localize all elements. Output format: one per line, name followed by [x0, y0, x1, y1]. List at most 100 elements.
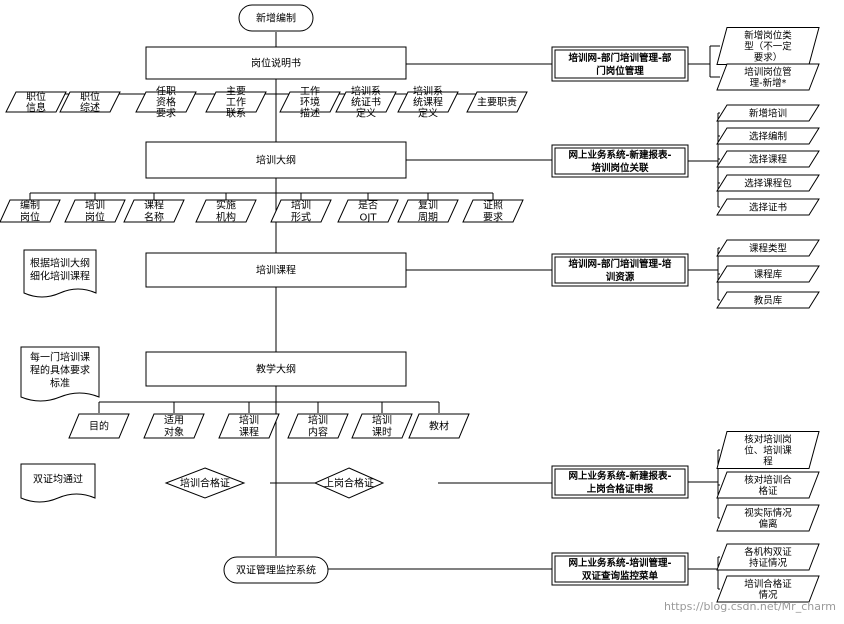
sub-item-1-1: 选择编制 — [716, 127, 820, 145]
system-box-0-label: 门岗位管理 — [596, 65, 644, 77]
row4-item-5-label: 教材 — [429, 420, 449, 433]
sub-item-4-1-shape — [716, 575, 820, 603]
sub-item-2-2-label: 教员库 — [754, 295, 783, 307]
row4-item-4-label: 课时 — [372, 427, 392, 439]
system-box-2-label: 培训网-部门培训管理-培 — [569, 258, 672, 270]
system-box-1: 网上业务系统-新建报表-培训岗位关联 — [551, 144, 689, 178]
row4-item-3-label: 内容 — [308, 426, 328, 439]
note-outline-detail-label: 根据培训大纲 — [30, 257, 90, 270]
row1-item-1-label: 综述 — [80, 101, 100, 114]
row1-item-3-label: 工作 — [226, 97, 246, 109]
end-terminal-label: 双证管理监控系统 — [236, 564, 316, 577]
row2-item-3-shape — [195, 199, 257, 223]
note-outline-detail-shape — [23, 249, 97, 298]
row4-item-2: 培训课程 — [218, 413, 280, 439]
note-course-standard-label: 标准 — [50, 378, 70, 390]
row1-item-4-label: 工作 — [300, 86, 320, 98]
sub-item-0-0-label: 新增岗位类 — [744, 30, 792, 42]
row4-item-2-label: 培训 — [239, 414, 259, 427]
note-course-standard-shape — [20, 346, 100, 402]
row2-item-6-label: 周期 — [418, 212, 438, 224]
system-box-4-inner — [554, 555, 686, 583]
decision-onboard-cert-shape — [313, 467, 385, 499]
system-box-4-label: 网上业务系统-培训管理- — [569, 557, 672, 569]
row1-item-6-label: 定义 — [418, 107, 438, 120]
row1-item-4-label: 描述 — [300, 107, 320, 120]
row1-item-2-label: 任职 — [156, 85, 176, 98]
sub-item-1-2: 选择课程 — [716, 150, 820, 168]
row4-item-1-label: 对象 — [164, 426, 184, 439]
sub-item-2-0: 课程类型 — [716, 239, 820, 257]
sub-item-1-4-shape — [716, 198, 820, 216]
note-course-standard-label: 程的具体要求 — [30, 364, 90, 377]
row4-item-1-label: 适用 — [164, 415, 184, 427]
sub-item-2-0-label: 课程类型 — [749, 243, 788, 255]
sub-item-3-0-label: 核对培训岗 — [744, 434, 792, 446]
row2-item-6-shape — [397, 199, 459, 223]
note-dual-cert-shape — [20, 463, 96, 503]
row4-item-4-shape — [351, 413, 413, 439]
row2-item-6-label: 复训 — [418, 199, 438, 212]
row2-item-5-label: 是否 — [358, 200, 378, 212]
row4-item-5-shape — [408, 413, 470, 439]
sub-item-1-3: 选择课程包 — [716, 174, 820, 192]
row4-item-3-shape — [287, 413, 349, 439]
row2-item-1-label: 岗位 — [85, 211, 105, 224]
row2-item-2-label: 名称 — [144, 211, 164, 224]
sub-item-2-2-shape — [716, 291, 820, 309]
row1-item-3-label: 联系 — [226, 108, 246, 120]
sub-item-0-0-label: 型（不一定 — [744, 41, 792, 53]
sub-item-1-0-label: 新增培训 — [749, 108, 787, 120]
row1-item-5-label: 定义 — [356, 107, 376, 120]
row1-item-3-label: 主要 — [226, 86, 246, 98]
sub-item-4-0-label: 持证情况 — [749, 557, 788, 569]
row2-item-7-label: 证照 — [483, 200, 503, 212]
sub-item-3-0-label: 位、培训课 — [744, 445, 792, 457]
row4-item-0: 目的 — [68, 413, 130, 439]
watermark-text: https://blog.csdn.net/Mr_charm — [664, 600, 836, 613]
note-course-standard-label: 每一门培训课 — [30, 351, 90, 364]
row1-item-0-shape — [5, 91, 67, 113]
row1-item-7-label: 主要职责 — [477, 96, 517, 109]
row2-item-0-shape — [0, 199, 61, 223]
note-dual-cert-label: 双证均通过 — [33, 473, 83, 486]
row2-item-1-shape — [64, 199, 126, 223]
system-box-4: 网上业务系统-培训管理-双证查询监控菜单 — [551, 552, 689, 586]
row1-item-7: 主要职责 — [466, 91, 528, 113]
sub-item-1-1-shape — [716, 127, 820, 145]
sub-item-4-0-label: 各机构双证 — [744, 546, 792, 558]
decision-training-cert: 培训合格证 — [164, 467, 246, 499]
row1-item-4-label: 环境 — [300, 96, 320, 109]
row2-item-2-shape — [123, 199, 185, 223]
sub-item-3-2-shape — [716, 504, 820, 532]
row4-item-2-shape — [218, 413, 280, 439]
system-box-4-label: 双证查询监控菜单 — [581, 570, 659, 582]
row4-item-3-label: 培训 — [308, 414, 328, 427]
sub-item-0-1-label: 培训岗位管 — [744, 66, 792, 78]
sub-item-2-1-shape — [716, 265, 820, 283]
start-terminal-shape — [238, 4, 314, 32]
sub-item-1-4-label: 选择证书 — [749, 202, 788, 214]
row4-item-0-shape — [68, 413, 130, 439]
row2-item-7-label: 要求 — [483, 212, 503, 224]
row1-item-6-label: 统课程 — [413, 96, 443, 109]
sub-item-2-1-label: 课程库 — [754, 269, 783, 281]
sub-item-3-2-label: 视实际情况 — [744, 507, 792, 519]
sub-item-1-2-shape — [716, 150, 820, 168]
start-terminal: 新增编制 — [238, 4, 314, 32]
system-box-1-label: 网上业务系统-新建报表- — [569, 149, 672, 161]
sub-item-1-0-shape — [716, 104, 820, 122]
